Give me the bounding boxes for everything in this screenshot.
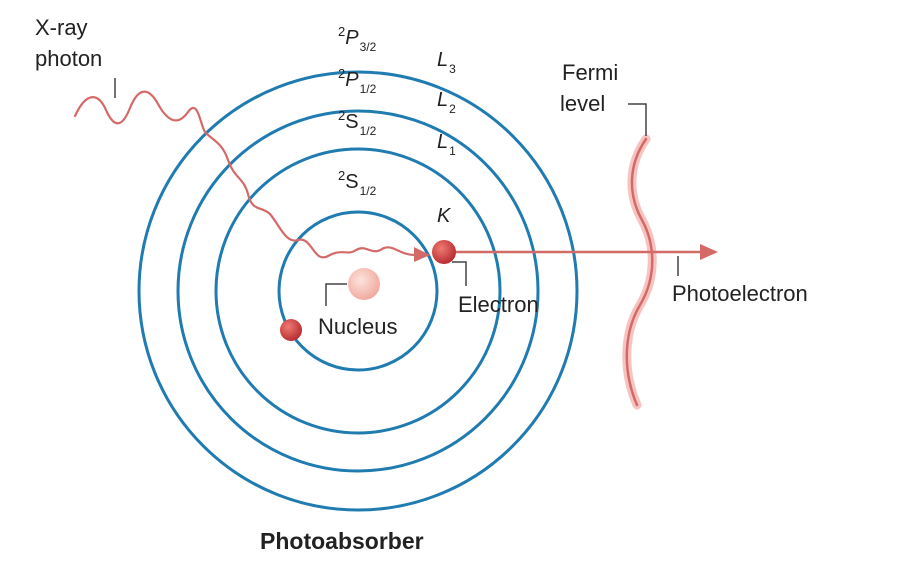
nucleus-label: Nucleus (318, 314, 397, 339)
orbital-2S1/2-L1: 2S1/2 (338, 108, 377, 138)
shell-label-L3: L3 (437, 49, 456, 76)
shell-L2 (176, 109, 540, 473)
orbital-2P1/2: 2P1/2 (338, 66, 377, 96)
fermi-label-leader (628, 103, 647, 136)
orbital-2S1/2-K: 2S1/2 (338, 168, 377, 198)
electron-leader (452, 261, 467, 286)
xray-label-line1: X-ray (35, 15, 88, 40)
nucleus-leader (325, 283, 347, 306)
fermi-label-line1: Fermi (562, 60, 618, 85)
ejected-electron (432, 240, 456, 264)
shell-label-K: K (437, 205, 452, 227)
shell-K (277, 210, 439, 372)
xray-label-line2: photon (35, 46, 102, 71)
nucleus-sphere (348, 268, 380, 300)
xray-photon-arrowhead (414, 247, 430, 262)
shell-label-L2: L2 (437, 89, 456, 116)
k-electron-2 (280, 319, 302, 341)
xray-photon-wave (73, 90, 416, 259)
electron-label: Electron (458, 292, 539, 317)
shell-L3 (137, 70, 579, 512)
photoelectron-arrowhead (700, 244, 718, 260)
photoelectron-label: Photoelectron (672, 281, 808, 306)
photoabsorber-title: Photoabsorber (260, 528, 424, 554)
orbital-2P3/2: 2P3/2 (338, 24, 377, 54)
fermi-level-glow (622, 134, 657, 410)
fermi-level-wave (625, 137, 654, 407)
shell-label-L1: L1 (437, 131, 456, 158)
shell-L1 (214, 147, 502, 435)
fermi-label-line2: level (560, 91, 605, 116)
